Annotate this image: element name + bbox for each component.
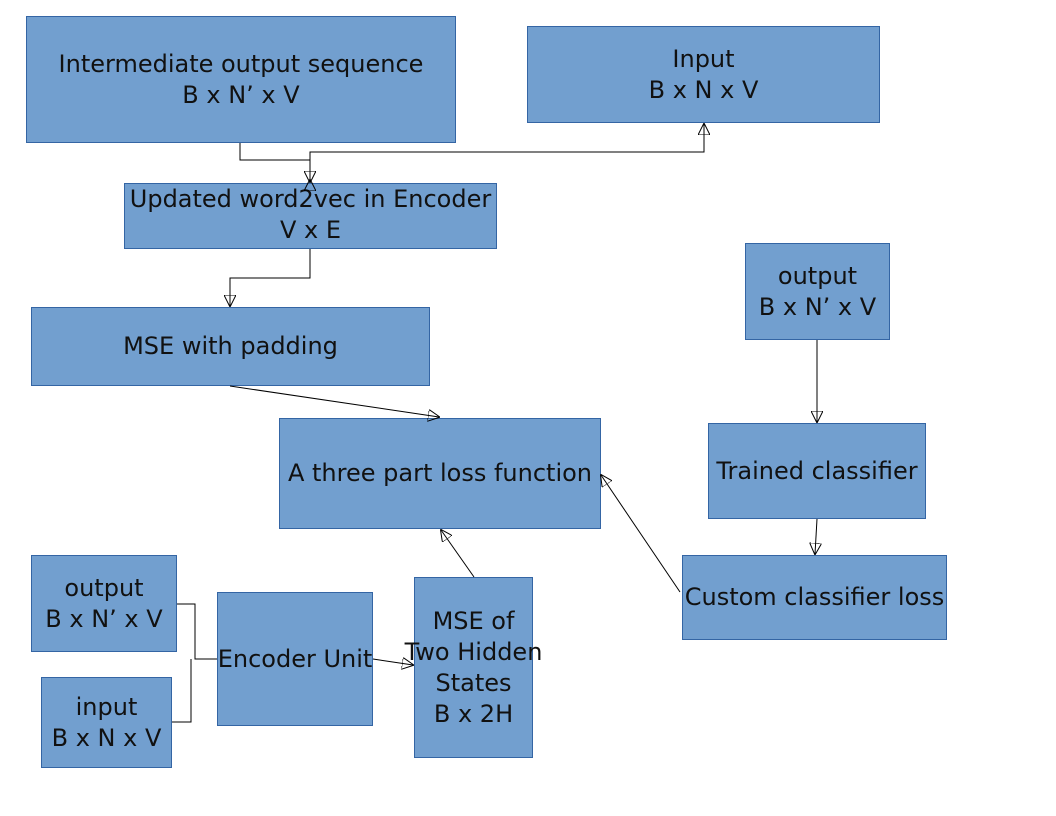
mse-hidden-line-2: Two Hidden: [404, 637, 543, 666]
output-left-box: output B x N’ x V: [31, 555, 177, 652]
connector-classifier-loss-to-loss: [601, 475, 681, 593]
encoder-unit-box: Encoder Unit: [217, 592, 373, 726]
input-top-label: Input: [672, 44, 735, 73]
intermediate-output-label: Intermediate output sequence: [58, 49, 424, 78]
input-left-shape: B x N x V: [51, 723, 162, 752]
mse-hidden-line-3: States: [435, 668, 512, 697]
encoder-unit-label: Encoder Unit: [217, 644, 373, 673]
connector-input-left-bracket: [172, 659, 192, 723]
word2vec-shape: V x E: [279, 216, 342, 244]
output-left-shape: B x N’ x V: [45, 604, 163, 633]
mse-padding-label: MSE with padding: [123, 332, 338, 360]
input-left-label: input: [75, 692, 138, 721]
connector-mse-hidden-to-loss: [441, 530, 475, 578]
loss-function-box: A three part loss function: [279, 418, 601, 529]
connector-mse-padding-to-loss: [229, 385, 439, 417]
mse-hidden-states-box: MSE of Two Hidden States B x 2H: [405, 577, 542, 758]
loss-function-label: A three part loss function: [287, 459, 593, 487]
classifier-loss-label: Custom classifier loss: [684, 583, 945, 611]
mse-hidden-line-1: MSE of: [432, 606, 515, 635]
mse-hidden-line-4: B x 2H: [433, 699, 514, 728]
word2vec-label: Updated word2vec in Encoder: [129, 185, 492, 213]
connector-intermediate-to-word2vec: [239, 143, 310, 182]
intermediate-output-shape: B x N’ x V: [182, 80, 300, 109]
output-right-shape: B x N’ x V: [758, 292, 877, 321]
connector-output-left-bracket: [177, 603, 217, 660]
trained-classifier-label: Trained classifier: [716, 456, 918, 485]
output-left-label: output: [64, 573, 144, 602]
input-top-box: Input B x N x V: [527, 26, 880, 123]
word2vec-box: Updated word2vec in Encoder V x E: [124, 183, 497, 249]
input-left-box: input B x N x V: [41, 677, 172, 768]
classifier-loss-box: Custom classifier loss: [682, 555, 947, 640]
output-right-label: output: [777, 261, 858, 290]
input-top-shape: B x N x V: [648, 75, 759, 104]
intermediate-output-box: Intermediate output sequence B x N’ x V: [26, 16, 456, 143]
trained-classifier-box: Trained classifier: [708, 423, 926, 519]
output-right-box: output B x N’ x V: [745, 243, 890, 340]
connector-classifier-to-classifier-loss: [815, 518, 817, 554]
mse-padding-box: MSE with padding: [31, 307, 430, 386]
connector-word2vec-to-mse-padding: [230, 249, 311, 306]
